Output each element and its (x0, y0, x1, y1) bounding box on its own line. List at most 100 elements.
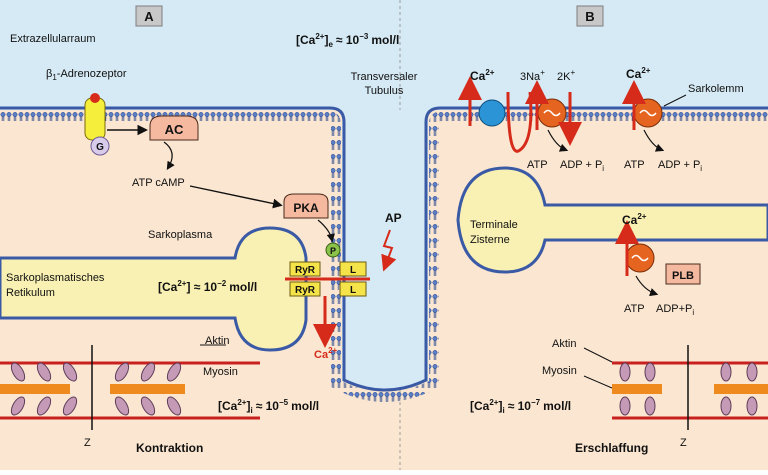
ac-reaction-arrow (163, 141, 175, 171)
panel-b-tab (576, 5, 604, 27)
myosin-head (10, 362, 26, 382)
ryr-label-1: RyR (295, 265, 316, 276)
myosin-head-relaxed (720, 396, 732, 416)
myosin-head-relaxed (746, 362, 758, 382)
myosin-head (166, 362, 182, 382)
g-protein-label: G (96, 142, 104, 153)
t-tubule (342, 110, 428, 390)
myosin-head (114, 396, 130, 416)
membrane-lipid-pattern (0, 111, 768, 402)
sarkolemm-leader (663, 94, 687, 107)
terminal-label-line2: Zisterne (470, 234, 510, 246)
myosin-head-relaxed (746, 396, 758, 416)
panel-a-label: A (144, 9, 154, 24)
ryanodine-receptor-1 (289, 261, 321, 277)
sr-label-line1: Sarkoplasmatisches (6, 272, 105, 284)
myosin-head (62, 362, 78, 382)
plb-label: PLB (672, 270, 694, 282)
aktin-label-a: Aktin (205, 335, 229, 347)
l-type-channel-2 (339, 281, 367, 297)
ca-release-label: Ca2+ (314, 346, 338, 361)
pmca-symbol (639, 109, 657, 117)
myosin-head-relaxed (720, 362, 732, 382)
na-k-atpase (525, 80, 582, 146)
myosin-head (62, 396, 78, 416)
phospholamban (665, 263, 701, 285)
na-k-atp-arrow (547, 129, 569, 152)
atp-camp-label: ATP cAMP (132, 177, 185, 189)
pka-phospho-arrow (317, 219, 335, 243)
myosin-head (140, 396, 156, 416)
serca-ca-label: Ca2+ (622, 212, 647, 227)
phosphate-label: P (330, 246, 336, 256)
na-label: 3Na+ (520, 68, 545, 83)
myosin-head (166, 396, 182, 416)
l-type-channel-1 (339, 261, 367, 277)
beta-adrenoceptor (84, 97, 106, 141)
ac-label: AC (165, 122, 184, 137)
aktin-leader-b (583, 347, 613, 363)
myosin-head (140, 362, 156, 382)
g-protein (90, 136, 110, 156)
phosphate (325, 242, 341, 258)
adp-pi-label-nak: ADP + Pi (560, 159, 604, 173)
serca-pump (615, 220, 655, 276)
sarcomere-relaxed (612, 345, 768, 430)
l-channel-label-2: L (350, 285, 356, 296)
panel-b-label: B (585, 9, 594, 24)
ncx-na-loop (506, 91, 533, 153)
ca-exchanger-group (458, 76, 533, 153)
panel-a-tab (135, 5, 163, 27)
myosin-filament-right (110, 384, 185, 394)
aktin-label-b: Aktin (552, 338, 576, 350)
myosin-head-relaxed (644, 396, 656, 416)
erschlaffung-label: Erschlaffung (575, 441, 648, 455)
adenylyl-cyclase (149, 115, 199, 141)
z-label-a: Z (84, 437, 91, 449)
serca-atp-arrow (635, 275, 659, 297)
atp-label-pmca: ATP (624, 159, 645, 171)
atp-label-serca: ATP (624, 303, 645, 315)
pmca-ca-label: Ca2+ (626, 66, 651, 81)
myosin-label-a: Myosin (203, 366, 238, 378)
sarkolemm-label: Sarkolemm (688, 83, 744, 95)
t-tubule-label-line2: Tubulus (365, 85, 404, 97)
myosin-leader-b (583, 375, 613, 389)
myosin-head (10, 396, 26, 416)
terminal-label-line1: Terminale (470, 219, 518, 231)
myosin-head-relaxed (619, 396, 631, 416)
terminal-cisterna (456, 166, 768, 274)
myosin-head (36, 396, 52, 416)
na-k-pump-symbol (543, 109, 561, 117)
action-potential-label: AP (385, 211, 402, 225)
myosin-head-relaxed (644, 362, 656, 382)
myosin-head (114, 362, 130, 382)
myosin-filament-left (0, 384, 70, 394)
ryr-label-2: RyR (295, 285, 316, 296)
serca-symbol (631, 254, 649, 262)
beta-adrenoceptor-label: β1-Adrenozeptor (46, 68, 127, 82)
ligand-dot (90, 93, 100, 103)
sarcoplasmic-reticulum (0, 226, 308, 352)
camp-to-pka-arrow (189, 185, 283, 209)
sarcolemma-membrane (0, 106, 768, 392)
myosin-head-relaxed (619, 362, 631, 382)
extracellular-label: Extrazellularraum (10, 33, 96, 45)
sr-label-line2: Retikulum (6, 287, 55, 299)
sarcomere-contracted (0, 345, 260, 430)
ryanodine-receptor-2 (289, 281, 321, 297)
pmca-pump (622, 80, 663, 130)
myosin-head (36, 362, 52, 382)
t-tubule-label-line1: Transversaler (351, 71, 418, 83)
ncx-ca-label: Ca2+ (470, 68, 495, 83)
k-label: 2K+ (557, 68, 575, 83)
z-label-b: Z (680, 437, 687, 449)
myosin-filament-b2 (714, 384, 768, 394)
protein-kinase-a (283, 193, 329, 219)
l-channel-label-1: L (350, 265, 356, 276)
ncx-exchanger (478, 99, 506, 127)
